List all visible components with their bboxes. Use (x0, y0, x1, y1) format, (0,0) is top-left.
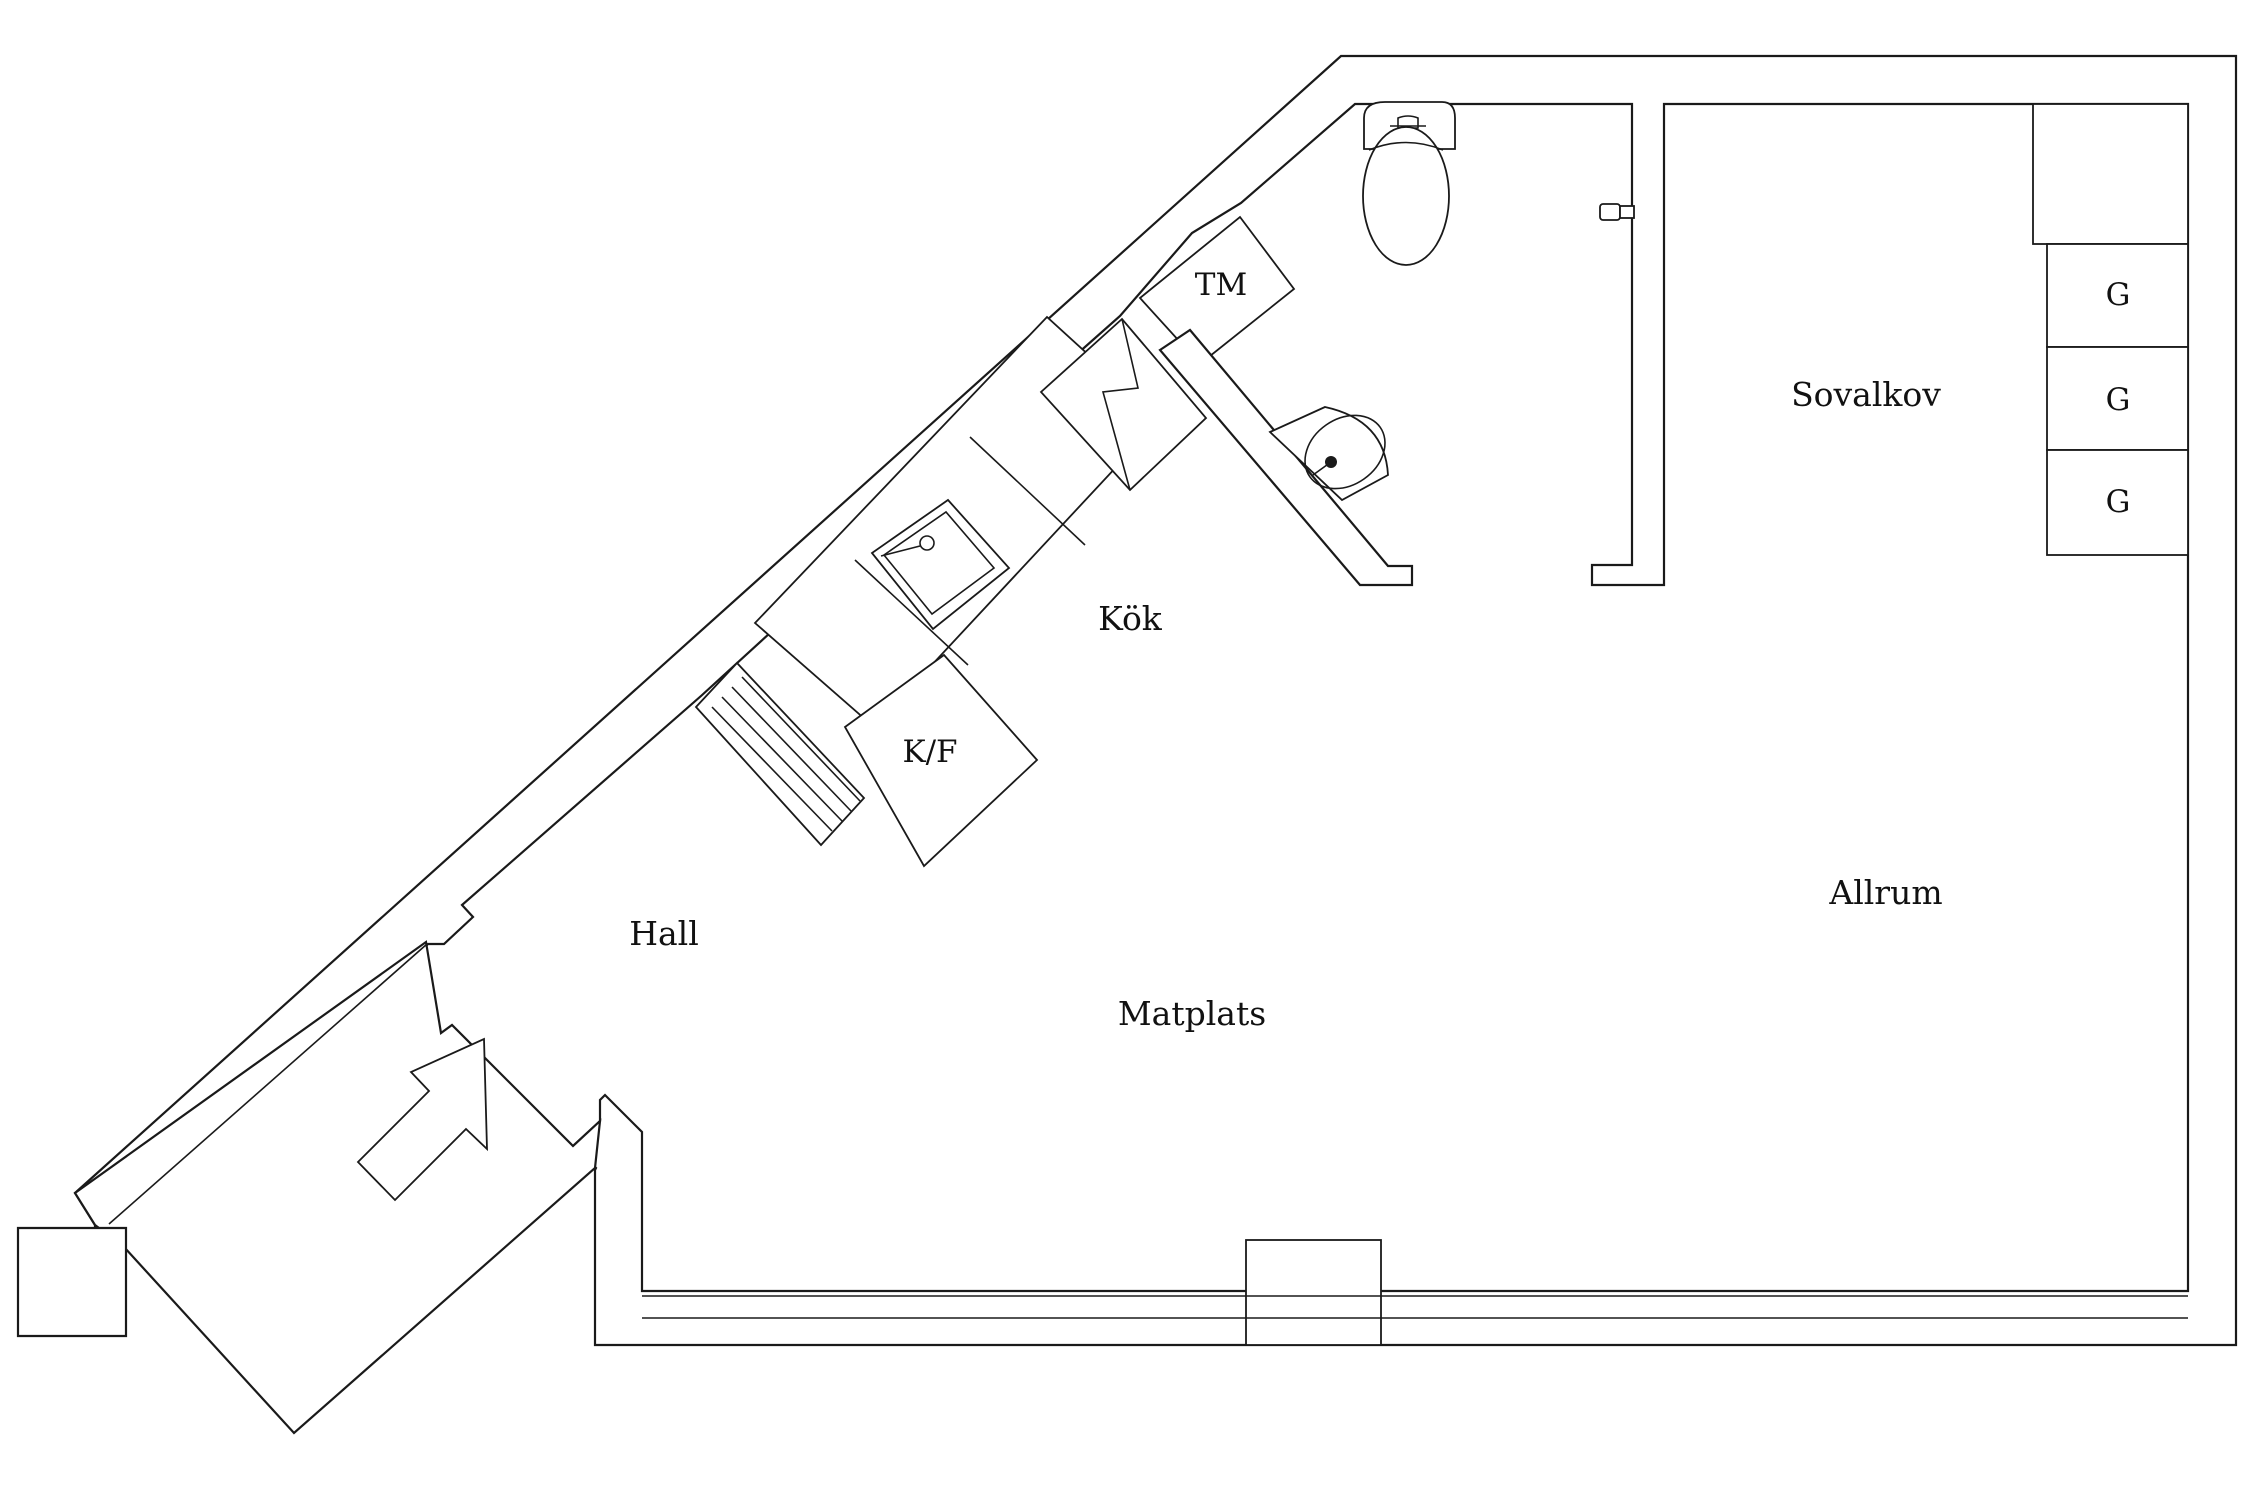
bathroom: TM (1138, 101, 1635, 587)
entrance (16, 940, 602, 1435)
kitchen-counter: K/F (694, 315, 1208, 868)
radiator-icon (694, 661, 866, 847)
room-label-sovalkov: Sovalkov (1791, 375, 1941, 414)
wardrobe-label-2: G (2106, 382, 2131, 418)
fridge-freezer-label: K/F (902, 734, 957, 770)
external-box (16, 1226, 128, 1338)
arrow-icon (356, 1037, 488, 1202)
sink-icon (870, 498, 1011, 631)
washing-machine-label: TM (1195, 267, 1247, 303)
fridge-freezer (843, 653, 1039, 868)
wardrobes: G G G (2032, 103, 2189, 556)
radiator-niche (1245, 1239, 1382, 1346)
wardrobe-label-1: G (2106, 277, 2131, 313)
room-label-kok: Kök (1098, 599, 1163, 638)
toilet-icon (1362, 101, 1456, 266)
wardrobe-3 (2046, 449, 2189, 556)
wardrobe-2 (2046, 346, 2189, 451)
tap-icon (1599, 203, 1635, 221)
stove-icon (1039, 317, 1208, 492)
window-strip (642, 1239, 2188, 1346)
bathroom-partition (1158, 328, 1414, 587)
washbasin-icon (1268, 406, 1389, 502)
wardrobe-top (2032, 103, 2189, 245)
room-label-hall: Hall (629, 914, 699, 953)
room-label-allrum: Allrum (1828, 873, 1942, 912)
wardrobe-label-3: G (2106, 484, 2131, 520)
room-label-matplats: Matplats (1118, 994, 1266, 1033)
